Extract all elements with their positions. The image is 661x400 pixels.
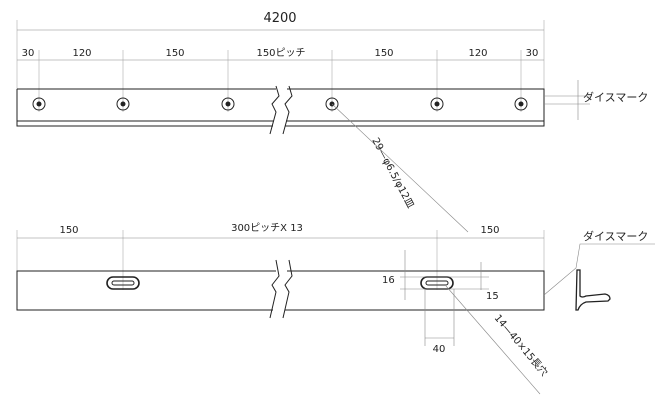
- break-mark-bottom-left: [269, 259, 280, 319]
- dies-mark-profile: [575, 269, 611, 311]
- break-mark-left: [269, 85, 280, 135]
- bottom-view: 150 300ピッチX 13 150 16 15 40 14—40×15長穴: [16, 222, 655, 395]
- slot-note-label: 14—40×15長穴: [492, 312, 551, 379]
- hole-note-label: 29—φ6.5/φ12皿: [369, 136, 415, 210]
- spacing-label-2: 120: [72, 48, 91, 59]
- slot-left: [106, 276, 140, 290]
- spacing-label-6: 120: [468, 48, 487, 59]
- left-end-label: 150: [59, 225, 78, 236]
- spacing-label-4: 150ピッチ: [256, 47, 305, 59]
- pitch-label: 300ピッチX 13: [231, 222, 303, 234]
- hole-2: [116, 97, 130, 111]
- slot-note-leader: [445, 285, 541, 395]
- slot-offset-label: 15: [486, 291, 499, 302]
- hole-5: [430, 97, 444, 111]
- top-view: 4200 30 120 150 150ピッチ 150 120 30: [16, 11, 648, 233]
- dies-mark-label-bottom: ダイスマーク: [583, 229, 648, 243]
- bar-outline-bottom-left: [16, 270, 276, 311]
- dies-mark-leader-bottom: [543, 243, 655, 296]
- hole-note-leader: [331, 103, 469, 233]
- spacing-label-1: 30: [22, 48, 35, 59]
- spacing-label-5: 150: [374, 48, 393, 59]
- spacing-label-7: 30: [526, 48, 539, 59]
- break-mark-right: [282, 85, 293, 135]
- right-end-label: 150: [480, 225, 499, 236]
- spacing-label-3: 150: [165, 48, 184, 59]
- dies-mark-label-top: ダイスマーク: [583, 90, 648, 104]
- hole-1: [32, 97, 46, 111]
- bar-outline-left: [16, 88, 276, 127]
- hole-6: [514, 97, 528, 111]
- bar-outline-right: [285, 88, 545, 127]
- slot-height-label: 16: [382, 275, 395, 286]
- break-mark-bottom-right: [282, 259, 293, 319]
- slot-width-label: 40: [433, 344, 446, 355]
- overall-length-label: 4200: [263, 11, 296, 26]
- hole-3: [221, 97, 235, 111]
- bar-outline-bottom-right: [285, 270, 545, 311]
